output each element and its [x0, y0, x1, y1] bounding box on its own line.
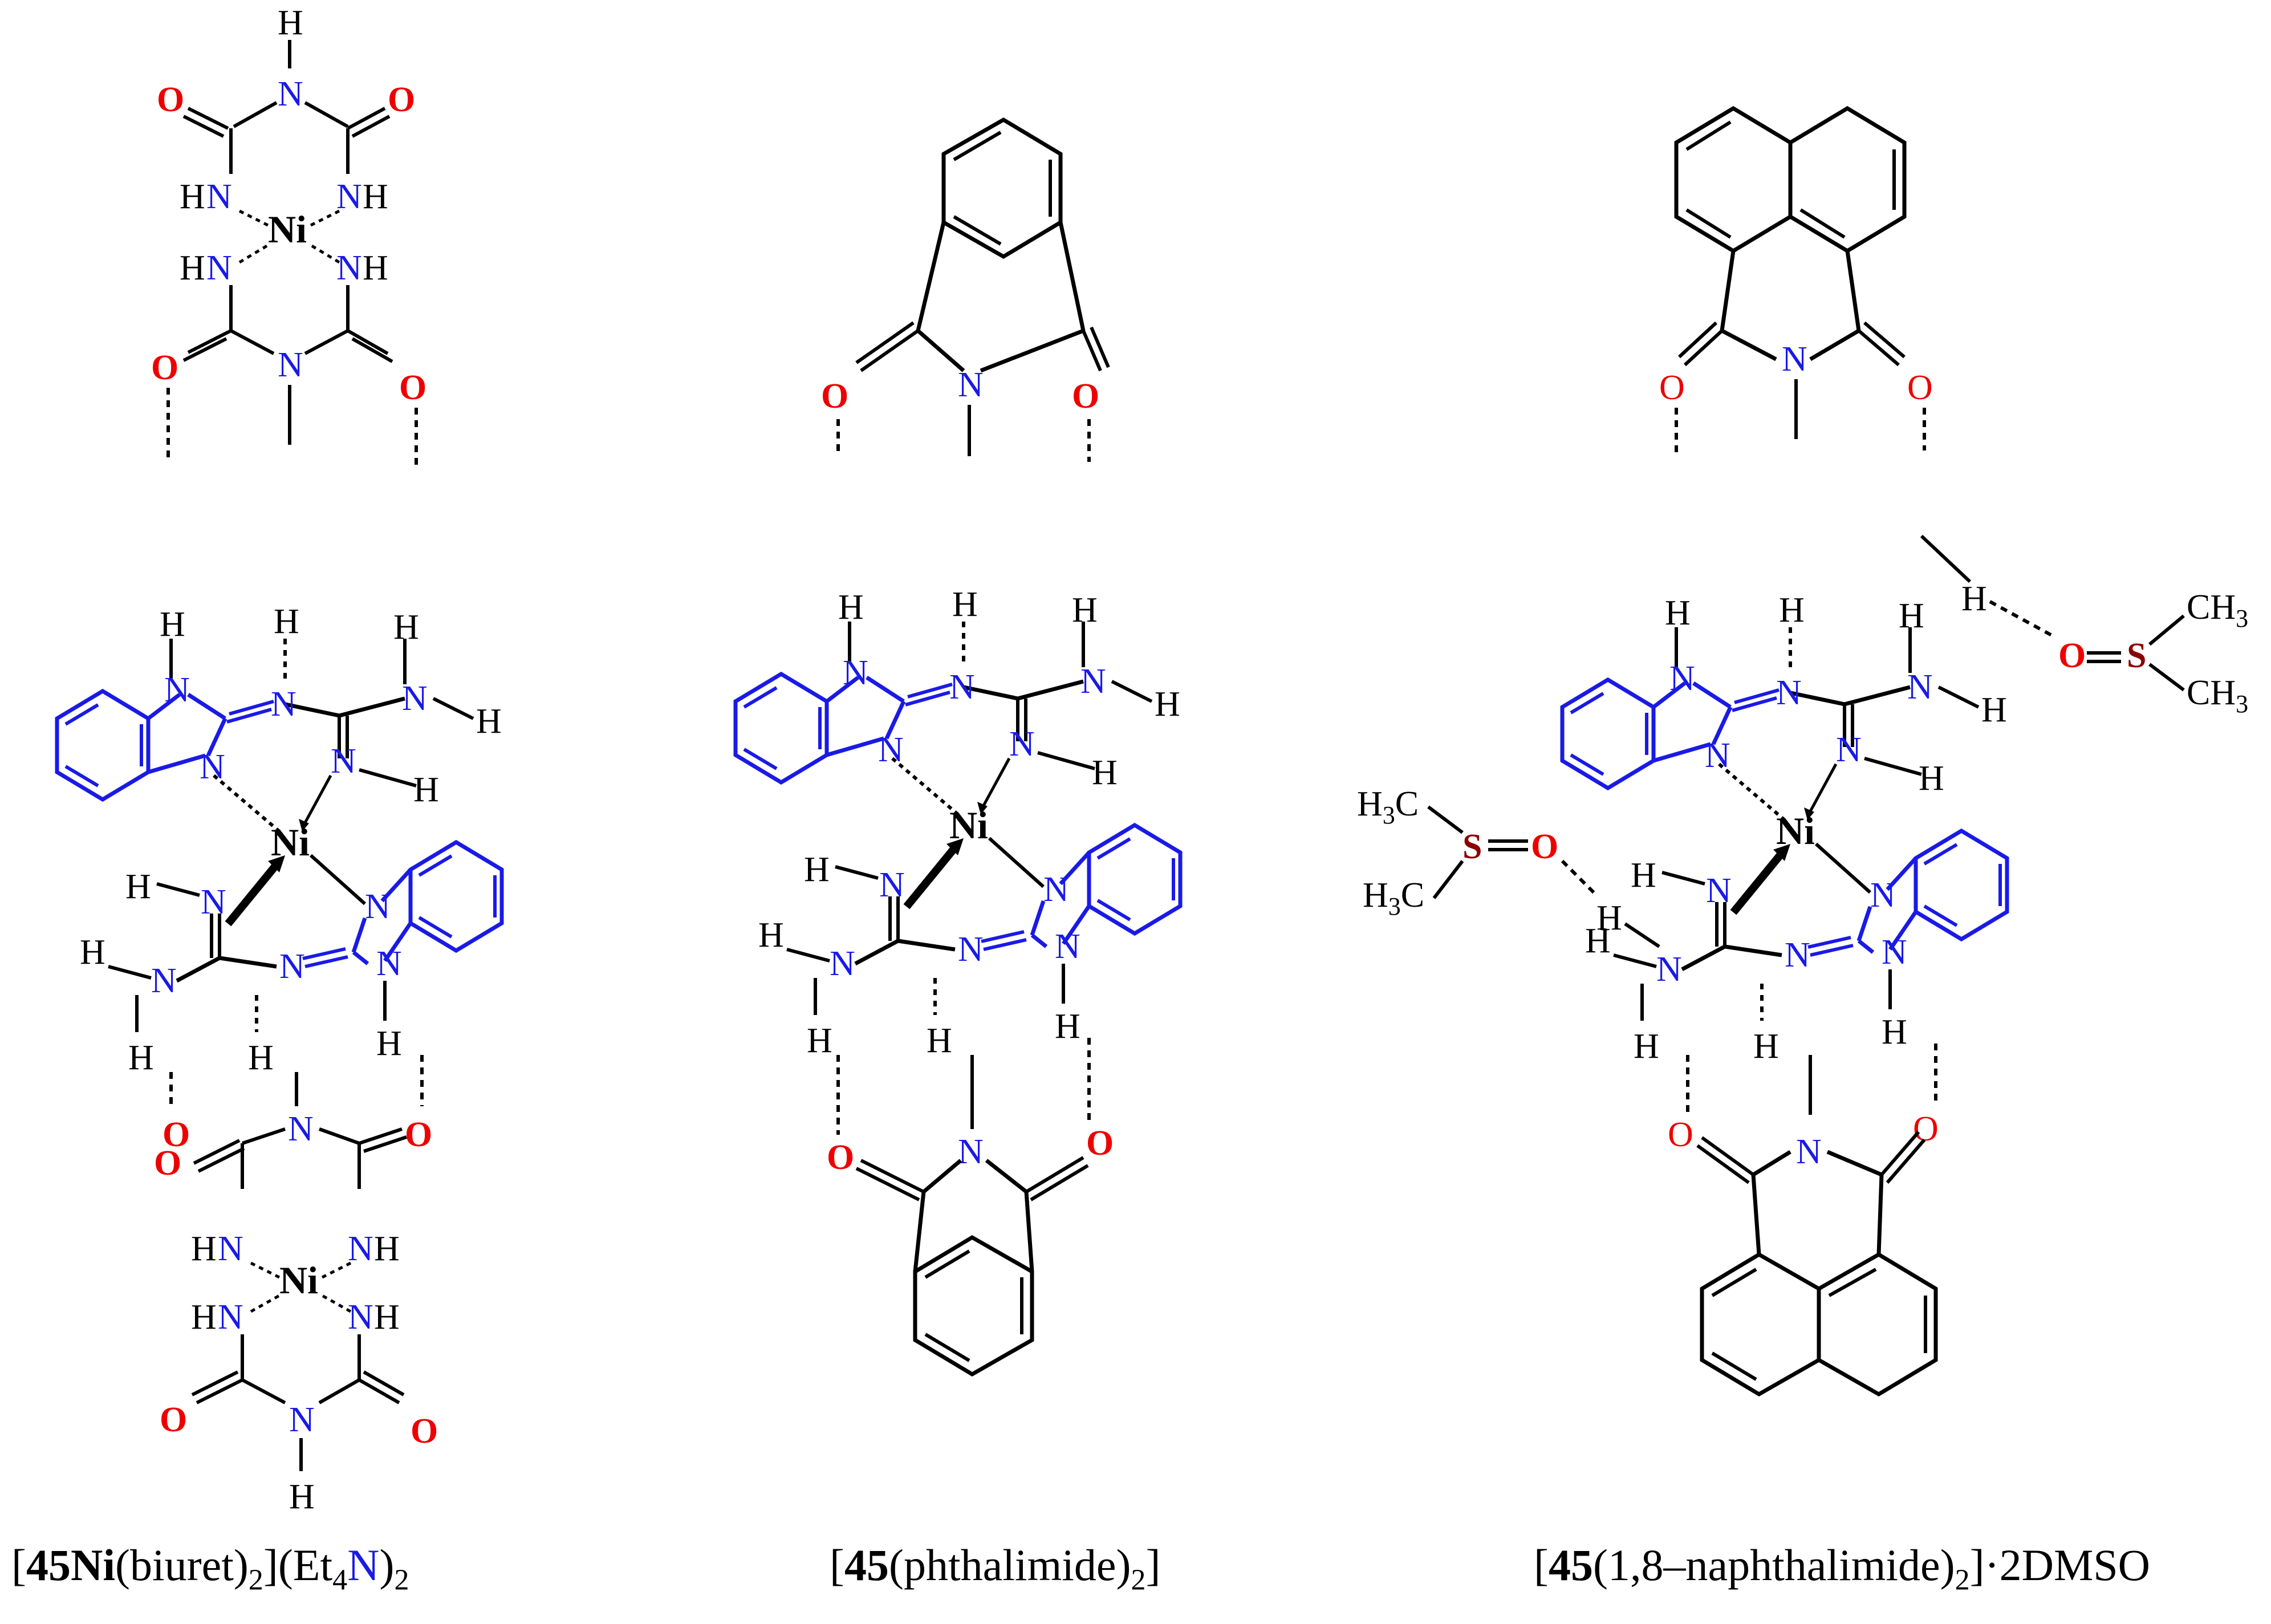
svg-text:O: O	[1659, 368, 1685, 407]
svg-text:CH3: CH3	[2187, 588, 2248, 632]
svg-text:N: N	[206, 177, 232, 216]
svg-text:O: O	[821, 377, 848, 416]
svg-text:N: N	[289, 1400, 315, 1439]
svg-text:N: N	[278, 75, 303, 113]
structure-naphthalimide-complex: O N O H O S CH3 CH3 H3C H3C S	[1357, 105, 2248, 1397]
svg-text:N: N	[278, 346, 303, 384]
svg-text:O: O	[157, 80, 184, 119]
svg-text:O: O	[2058, 636, 2086, 675]
svg-text:S: S	[1462, 827, 1482, 866]
caption-phthalimide: [45(phthalimide)2]	[830, 1540, 1161, 1597]
svg-text:O: O	[160, 1400, 187, 1439]
svg-text:H: H	[363, 249, 388, 287]
svg-text:N: N	[958, 1132, 984, 1171]
svg-text:H3C: H3C	[1363, 876, 1424, 920]
svg-text:N: N	[348, 1298, 373, 1337]
svg-text:O: O	[405, 1115, 432, 1154]
caption-naphthalimide: [45(1,8–naphthalimide)2]·2DMSO	[1534, 1540, 2151, 1597]
svg-text:O: O	[399, 368, 426, 407]
svg-text:H: H	[191, 1229, 217, 1268]
svg-text:H: H	[1596, 899, 1622, 937]
svg-text:O: O	[1668, 1115, 1693, 1154]
ligand-core-3	[1562, 591, 2007, 1066]
svg-text:O: O	[411, 1412, 438, 1451]
svg-text:H: H	[191, 1298, 217, 1337]
svg-text:O: O	[151, 348, 178, 387]
svg-text:O: O	[1913, 1110, 1939, 1148]
svg-text:O: O	[162, 1115, 190, 1154]
svg-text:N: N	[288, 1110, 314, 1148]
svg-text:Ni: Ni	[268, 208, 307, 251]
svg-text:H: H	[180, 177, 205, 216]
svg-text:H: H	[1961, 579, 1987, 618]
svg-text:N: N	[218, 1229, 243, 1268]
ligand-core-1	[57, 602, 502, 1077]
svg-text:Ni: Ni	[279, 1258, 318, 1302]
svg-text:H: H	[278, 3, 303, 42]
svg-text:H: H	[289, 1477, 315, 1516]
svg-text:N: N	[218, 1298, 243, 1337]
svg-text:N: N	[336, 177, 362, 216]
svg-text:O: O	[388, 80, 415, 119]
svg-text:CH3: CH3	[2187, 673, 2248, 718]
svg-text:N: N	[206, 249, 232, 287]
ligand-core-2	[736, 585, 1180, 1060]
svg-text:O: O	[827, 1138, 854, 1177]
svg-text:O: O	[1086, 1124, 1114, 1163]
svg-text:N: N	[1796, 1132, 1822, 1171]
svg-text:O: O	[1072, 377, 1099, 416]
svg-text:H: H	[374, 1229, 400, 1268]
structure-phthalimide-complex: O N O O N O	[736, 117, 1180, 1377]
svg-text:N: N	[348, 1229, 373, 1268]
caption-biuret: [45Ni(biuret)2](Et4N)2	[11, 1540, 409, 1597]
svg-text:H: H	[374, 1298, 400, 1337]
svg-text:H: H	[180, 249, 205, 287]
svg-text:N: N	[1782, 340, 1807, 379]
svg-text:N: N	[336, 249, 362, 287]
svg-text:H: H	[363, 177, 388, 216]
svg-text:O: O	[1531, 827, 1558, 866]
svg-text:O: O	[154, 1144, 181, 1183]
svg-text:S: S	[2127, 636, 2146, 675]
svg-text:N: N	[958, 366, 984, 404]
svg-text:O: O	[1907, 368, 1933, 407]
svg-text:H3C: H3C	[1357, 785, 1419, 829]
